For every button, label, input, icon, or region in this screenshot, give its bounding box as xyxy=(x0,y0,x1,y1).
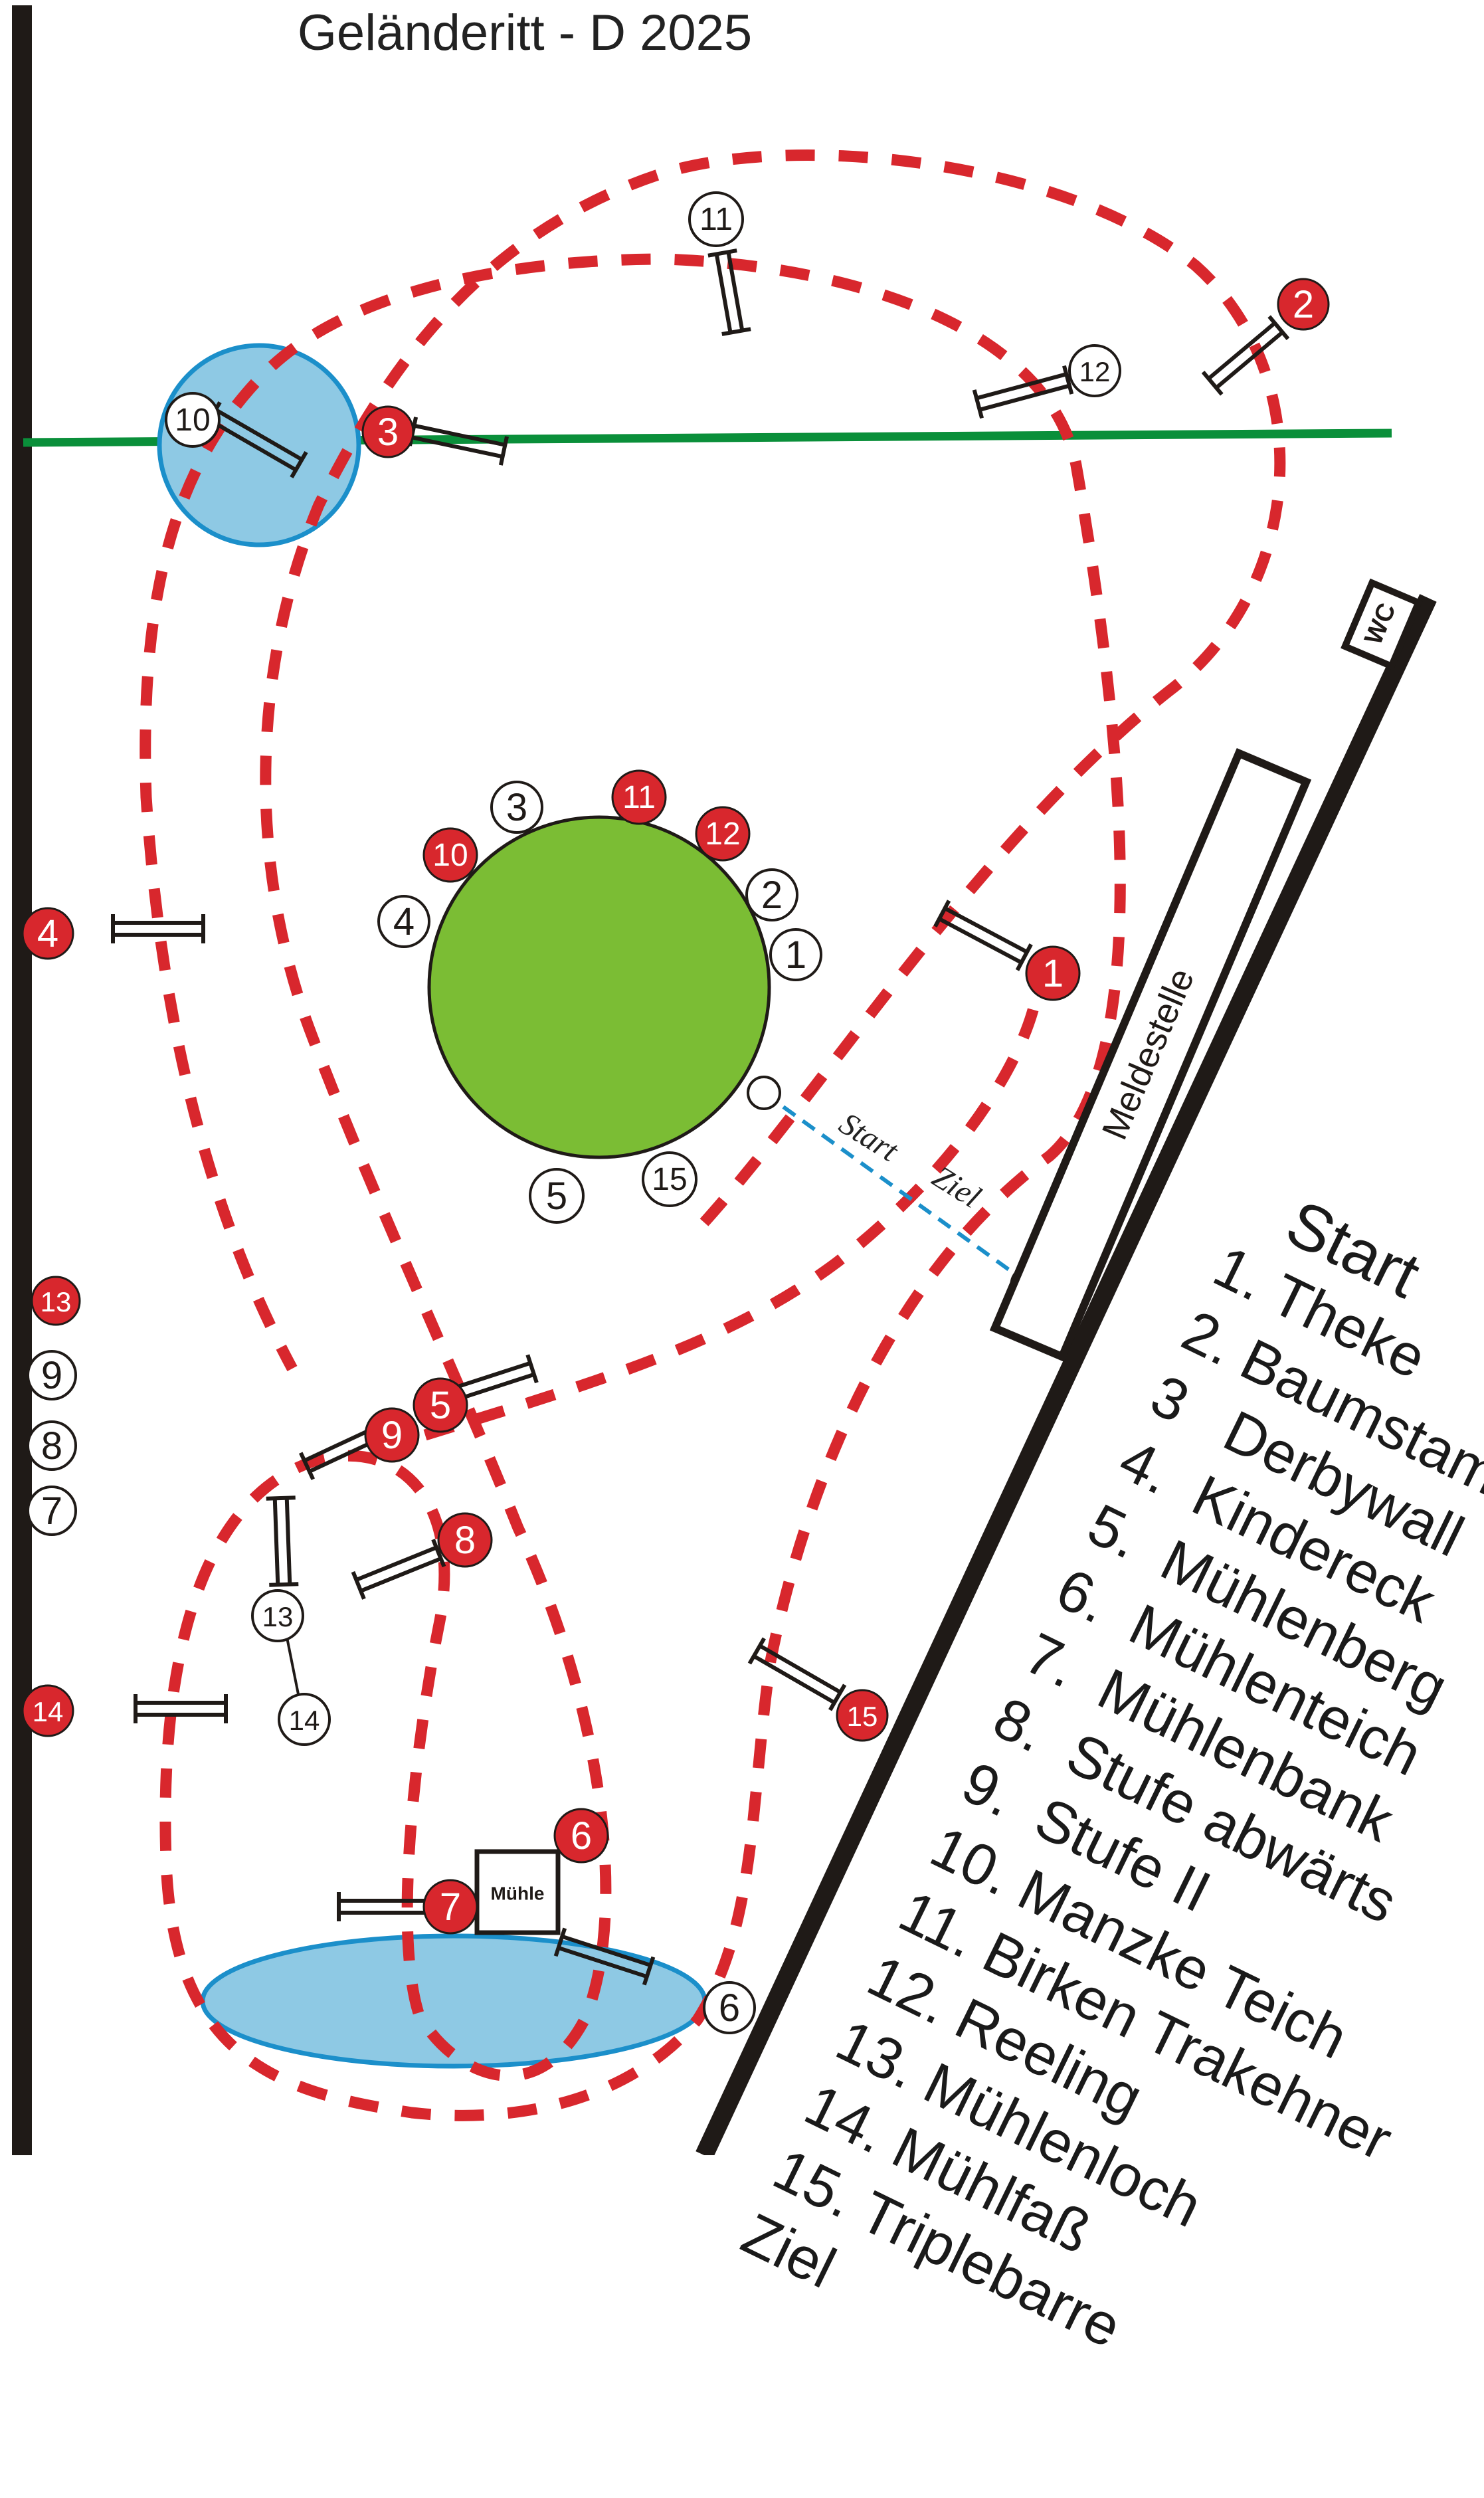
marker-number-15: 15 xyxy=(847,1701,878,1732)
fence-11 xyxy=(707,248,751,336)
marker-number-9: 9 xyxy=(381,1414,403,1457)
centre-marker-circle-5 xyxy=(529,1168,585,1224)
marker-circle-3 xyxy=(361,405,415,458)
centre-marker-circle-1 xyxy=(769,928,822,981)
marker-number-3: 3 xyxy=(377,411,399,454)
marker-circle-11 xyxy=(688,191,744,247)
marker-circle-9 xyxy=(364,1407,420,1463)
marker-number-7: 7 xyxy=(440,1885,461,1929)
marker-circle-14 xyxy=(278,1693,331,1746)
fence-7 xyxy=(337,1892,434,1921)
centre-marker-number-12: 12 xyxy=(705,817,740,852)
marker-number-8: 8 xyxy=(41,1424,62,1468)
pond-manzke-teich xyxy=(157,343,361,547)
marker-number-12: 12 xyxy=(1079,356,1111,387)
centre-marker-number-2: 2 xyxy=(761,874,783,917)
right-boundary xyxy=(696,594,1437,2155)
centre-marker-number-15: 15 xyxy=(652,1162,687,1197)
centre-marker-circle-12 xyxy=(695,806,751,862)
fence-13 xyxy=(266,1495,299,1587)
centre-marker-number-1: 1 xyxy=(785,933,806,977)
course-map: Start Ziel Meldestelle WC Mühle 23141314… xyxy=(12,5,1437,2155)
marker-number-5: 5 xyxy=(430,1384,451,1427)
marker-number-7: 7 xyxy=(41,1489,62,1533)
fence-14 xyxy=(134,1694,228,1723)
centre-marker-number-4: 4 xyxy=(393,900,415,943)
wc-building: WC xyxy=(1341,578,1423,671)
centre-marker-circle-3 xyxy=(490,781,543,834)
marker-circle-4 xyxy=(21,907,74,960)
marker-number-2: 2 xyxy=(1293,283,1314,326)
marker-circle-7 xyxy=(422,1879,478,1935)
muehle-building: Mühle xyxy=(474,1849,561,1935)
centre-marker-circle-10 xyxy=(422,827,478,883)
marker-circle-10 xyxy=(165,392,221,448)
centre-marker-number-3: 3 xyxy=(506,786,527,829)
marker-number-11: 11 xyxy=(699,202,733,237)
marker-circle-7 xyxy=(27,1486,77,1536)
marker-circle-6 xyxy=(703,1981,756,2034)
marker-number-10: 10 xyxy=(175,403,210,438)
centre-marker-circle-11 xyxy=(611,769,667,825)
marker-number-9: 9 xyxy=(41,1354,62,1397)
marker-number-1: 1 xyxy=(1042,952,1064,995)
fence-12 xyxy=(972,365,1074,419)
fence-2 xyxy=(1201,315,1290,396)
marker-number-14: 14 xyxy=(33,1696,64,1727)
left-boundary xyxy=(12,5,32,2155)
marker-circle-8 xyxy=(27,1420,77,1471)
marker-circle-12 xyxy=(1068,344,1121,397)
centre-marker-number-11: 11 xyxy=(622,780,656,815)
fence-4 xyxy=(111,914,205,943)
centre-marker-circle-15 xyxy=(642,1151,697,1207)
marker-circle-14 xyxy=(21,1684,74,1737)
marker-number-13: 13 xyxy=(41,1286,72,1317)
marker-number-4: 4 xyxy=(37,912,58,955)
centre-marker-circle-4 xyxy=(377,895,430,948)
start-point xyxy=(747,1076,781,1110)
fence-15 xyxy=(747,1637,847,1711)
marker-number-6: 6 xyxy=(719,1986,740,2030)
marker-number-13: 13 xyxy=(262,1601,294,1632)
marker-number-6: 6 xyxy=(571,1814,592,1858)
centre-marker-number-10: 10 xyxy=(432,838,468,873)
marker-circle-6 xyxy=(553,1808,609,1864)
marker-circle-2 xyxy=(1277,278,1330,331)
centre-marker-circle-2 xyxy=(745,868,798,921)
marker-number-8: 8 xyxy=(454,1519,476,1562)
marker-circle-13 xyxy=(31,1276,81,1326)
central-meadow xyxy=(427,815,771,1159)
map-title: Geländeritt - D 2025 xyxy=(297,5,753,61)
marker-circle-8 xyxy=(437,1512,493,1568)
marker-number-14: 14 xyxy=(289,1705,320,1736)
marker-circle-15 xyxy=(836,1689,889,1742)
start-finish-line xyxy=(763,1091,1028,1284)
marker-circle-13 xyxy=(251,1589,304,1642)
muehle-label: Mühle xyxy=(491,1883,545,1903)
fence-1 xyxy=(933,900,1033,971)
centre-marker-number-5: 5 xyxy=(546,1175,567,1218)
fence-8 xyxy=(351,1539,446,1600)
marker-circle-9 xyxy=(27,1350,77,1400)
mill-pond xyxy=(200,1933,707,2069)
marker-circle-1 xyxy=(1025,945,1081,1001)
fence-6 xyxy=(553,1927,656,1986)
start-label: Start xyxy=(833,1105,905,1169)
marker-circle-5 xyxy=(413,1377,468,1433)
